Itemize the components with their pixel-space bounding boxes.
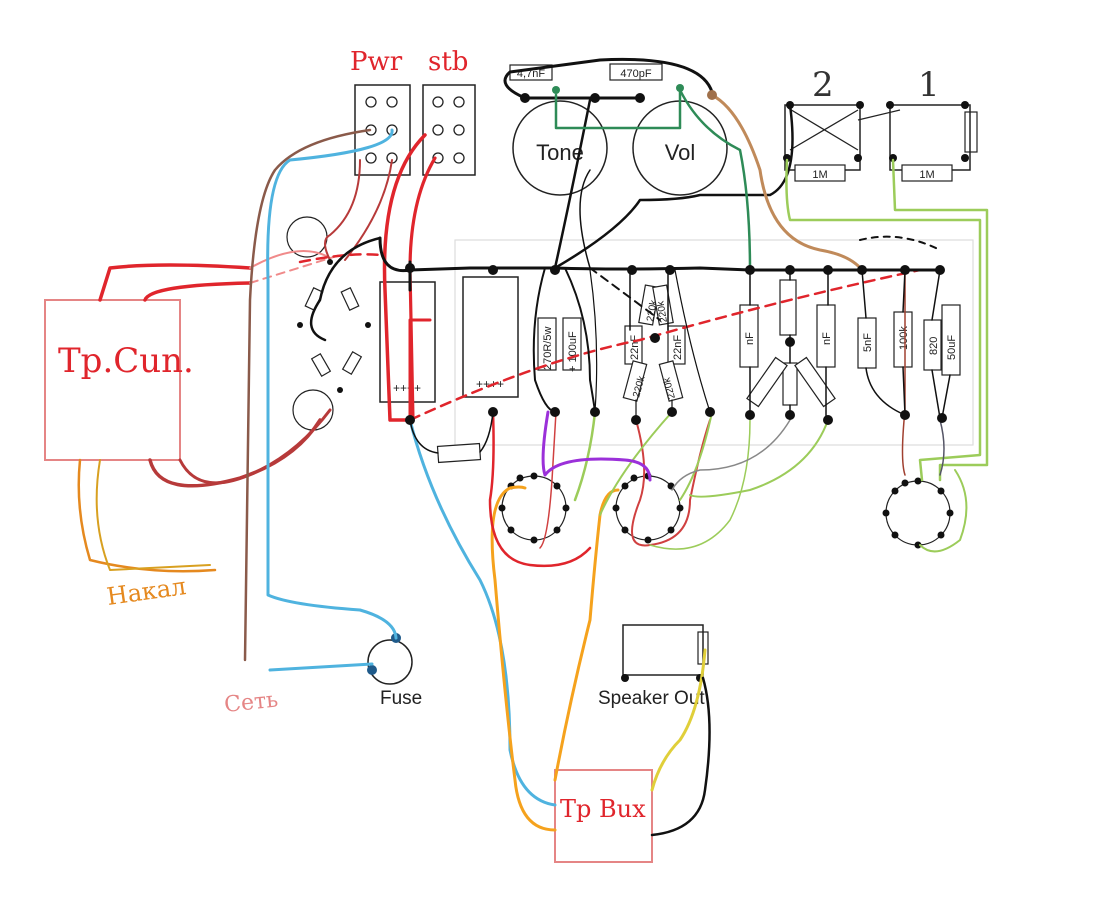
output-transformer-label: Tp Bux [560, 795, 646, 823]
comp-220k-b-label: 220k [655, 299, 670, 323]
cap-470p: 470pF [609, 63, 663, 81]
wires [77, 57, 989, 837]
tube-socket-2 [612, 472, 684, 544]
board-outline [454, 239, 974, 446]
pot-tone-body [512, 100, 608, 196]
comp-100k-label: 100k [898, 326, 910, 350]
tube-socket-1 [498, 472, 570, 544]
speaker-out-label: Speaker Out [598, 688, 705, 709]
rectifier-socket-bottom [292, 389, 334, 431]
pot-tone: Tone [512, 100, 608, 196]
power-transformer-body [44, 299, 181, 461]
fuse-label: Fuse [380, 688, 422, 709]
board-components: 270R/5w + 100uF 22nF 220k 220k 22nF 220k… [436, 279, 961, 464]
bridge-diodes [304, 287, 363, 377]
input-1-label: 1 [918, 65, 940, 105]
input-jacks: 1M 1M 2 1 [783, 65, 978, 182]
switch-pwr-body [354, 84, 411, 176]
comp-nf-2-label: nF [821, 332, 833, 345]
comp-22nf-b-label: 22nF [672, 335, 684, 360]
comp-270r-label: 270R/5w [542, 327, 554, 370]
comp-nf-1-label: nF [744, 332, 756, 345]
input-r1-label: 1M [812, 169, 827, 181]
power-transformer: Tp.Cun. [44, 299, 194, 461]
solder-points [297, 84, 947, 425]
output-transformer-body [554, 769, 653, 863]
output-transformer: Tp Bux [554, 769, 653, 863]
comp-820-label: 820 [928, 337, 940, 355]
switch-stb-body [422, 84, 476, 176]
power-transformer-label: Tp.Cun. [58, 341, 194, 381]
pot-vol-label: Vol [665, 140, 696, 165]
switch-pwr: Pwr [350, 47, 411, 176]
comp-100uf-label: + 100uF [567, 331, 579, 372]
comp-5nf-label: 5nF [862, 333, 874, 352]
comp-50uf-label: 50uF [946, 335, 958, 360]
speaker-out-jack: Speaker Out [598, 624, 709, 709]
switch-pwr-label: Pwr [350, 47, 403, 77]
mains-label: Сеть [223, 687, 279, 718]
filter-cap-2: ++++ [462, 276, 519, 398]
heater-label: Накал [105, 572, 188, 611]
comp-22nf-a-label: 22nF [629, 335, 641, 360]
switch-stb: stb [422, 47, 476, 176]
filter-cap-2-label: ++++ [476, 377, 504, 391]
fuse-holder: Fuse [367, 633, 422, 709]
cap-470p-label: 470pF [620, 68, 651, 80]
tube-socket-3 [882, 477, 954, 549]
input-2-label: 2 [812, 65, 834, 105]
input-r2-label: 1M [919, 169, 934, 181]
filter-cap-1-label: ++++ [393, 381, 421, 395]
switch-stb-label: stb [428, 47, 468, 77]
pot-tone-label: Tone [536, 140, 584, 165]
